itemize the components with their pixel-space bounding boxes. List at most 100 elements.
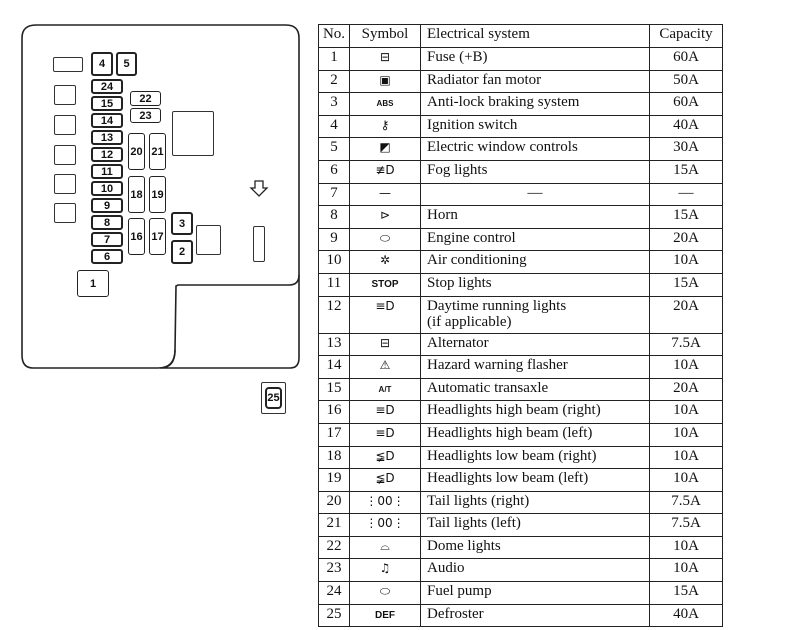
empty-slot bbox=[54, 174, 76, 194]
system-name: Electric window controls bbox=[427, 139, 578, 156]
fuse-number: 6 bbox=[318, 159, 350, 184]
fuse-2: 2 bbox=[171, 240, 193, 264]
fuse-number: 7 bbox=[318, 182, 350, 207]
fuse-19: 19 bbox=[149, 176, 166, 213]
fuse-number: 16 bbox=[318, 400, 350, 424]
header-system: Electrical system bbox=[420, 24, 650, 48]
fuse-4: 4 bbox=[91, 52, 113, 76]
electrical-system: Air conditioning bbox=[420, 250, 650, 274]
fuse-8: 8 bbox=[91, 215, 123, 230]
system-name: Engine control bbox=[427, 229, 516, 246]
symbol-cell: ⋮00⋮ bbox=[349, 490, 421, 515]
electrical-system: Fuel pump bbox=[420, 581, 650, 605]
stop-text-icon: STOP bbox=[371, 278, 399, 290]
table-header-row: No. Symbol Electrical system Capacity bbox=[318, 24, 723, 48]
symbol-cell: ABS bbox=[349, 92, 421, 116]
fuse-capacity: 40A bbox=[649, 603, 723, 628]
symbol-cell: ≡D bbox=[349, 400, 421, 424]
system-name: Tail lights (left) bbox=[427, 515, 521, 532]
system-name: Headlights low beam (right) bbox=[427, 447, 597, 464]
battery-icon: ⊟ bbox=[379, 50, 391, 64]
fuse-number: 22 bbox=[318, 535, 350, 560]
fuse-number: 2 bbox=[318, 69, 350, 94]
fuse-number: 21 bbox=[318, 513, 350, 537]
relay-slot bbox=[253, 226, 265, 262]
fuse-number: 4 bbox=[318, 114, 350, 139]
system-note: (if applicable) bbox=[427, 313, 512, 330]
fuse-number: 14 bbox=[318, 355, 350, 379]
fuse-3: 3 bbox=[171, 212, 193, 235]
fuse-20: 20 bbox=[128, 133, 145, 170]
headlight-icon: ≡D bbox=[375, 298, 395, 313]
fuse-number: 10 bbox=[318, 250, 350, 274]
fuse-21: 21 bbox=[149, 133, 166, 170]
symbol-cell: — bbox=[349, 182, 421, 207]
electrical-system: Stop lights bbox=[420, 272, 650, 297]
electrical-system: Headlights low beam (right) bbox=[420, 445, 650, 470]
fuse-capacity: 60A bbox=[649, 47, 723, 71]
system-name: Fuel pump bbox=[427, 583, 492, 600]
tail-light-icon: ⋮00⋮ bbox=[365, 493, 405, 508]
system-name: Headlights high beam (left) bbox=[427, 424, 593, 441]
fuse-11: 11 bbox=[91, 164, 123, 179]
fuse-number: 17 bbox=[318, 422, 350, 447]
symbol-cell: STOP bbox=[349, 272, 421, 297]
table-row: 7——— bbox=[318, 182, 723, 207]
fuse-capacity: — bbox=[649, 182, 723, 207]
symbol-cell: ⚠ bbox=[349, 355, 421, 379]
fuse-capacity: 20A bbox=[649, 295, 723, 334]
fuse-capacity: 30A bbox=[649, 137, 723, 161]
horn-icon: ⊳ bbox=[379, 208, 391, 223]
system-name: Alternator bbox=[427, 334, 489, 351]
empty-slot bbox=[53, 57, 83, 72]
down-arrow-icon bbox=[249, 180, 269, 197]
fuse-capacity: 15A bbox=[649, 581, 723, 605]
high-beam-icon: ≡D bbox=[375, 425, 395, 440]
symbol-cell: ⬭ bbox=[349, 227, 421, 252]
fuse-number: 9 bbox=[318, 227, 350, 252]
fuse-capacity: 7.5A bbox=[649, 332, 723, 357]
electrical-system: Headlights high beam (right) bbox=[420, 400, 650, 424]
system-name: Headlights low beam (left) bbox=[427, 470, 589, 487]
dash-symbol: — bbox=[379, 185, 391, 200]
fuse-capacity: 10A bbox=[649, 422, 723, 447]
fuse-capacity: 10A bbox=[649, 400, 723, 424]
empty-slot bbox=[54, 145, 76, 165]
fuse-16: 16 bbox=[128, 218, 145, 255]
electrical-system: Audio bbox=[420, 558, 650, 583]
symbol-cell: ≨D bbox=[349, 445, 421, 470]
low-beam-icon: ≨D bbox=[375, 471, 395, 486]
electrical-system: Engine control bbox=[420, 227, 650, 252]
header-symbol: Symbol bbox=[349, 24, 421, 48]
fuse-capacity: 10A bbox=[649, 535, 723, 560]
electrical-system: Ignition switch bbox=[420, 114, 650, 139]
fuse-7: 7 bbox=[91, 232, 123, 247]
electrical-system: Headlights high beam (left) bbox=[420, 422, 650, 447]
ignition-key-icon: ⚷ bbox=[380, 117, 390, 132]
symbol-cell: ≨D bbox=[349, 468, 421, 492]
system-name: Hazard warning flasher bbox=[427, 357, 568, 374]
fuse-capacity: 20A bbox=[649, 227, 723, 252]
fuse-25: 25 bbox=[265, 387, 282, 409]
fuse-number: 1 bbox=[318, 47, 350, 71]
symbol-cell: ⊟ bbox=[349, 47, 421, 71]
fuse-number: 12 bbox=[318, 295, 350, 334]
fuse-capacity: 15A bbox=[649, 205, 723, 229]
electrical-system: Automatic transaxle bbox=[420, 377, 650, 402]
symbol-cell: ⋮00⋮ bbox=[349, 513, 421, 537]
system-name: Tail lights (right) bbox=[427, 492, 530, 509]
symbol-cell: ▣ bbox=[349, 69, 421, 94]
fuse-18: 18 bbox=[128, 176, 145, 213]
fuse-number: 11 bbox=[318, 272, 350, 297]
